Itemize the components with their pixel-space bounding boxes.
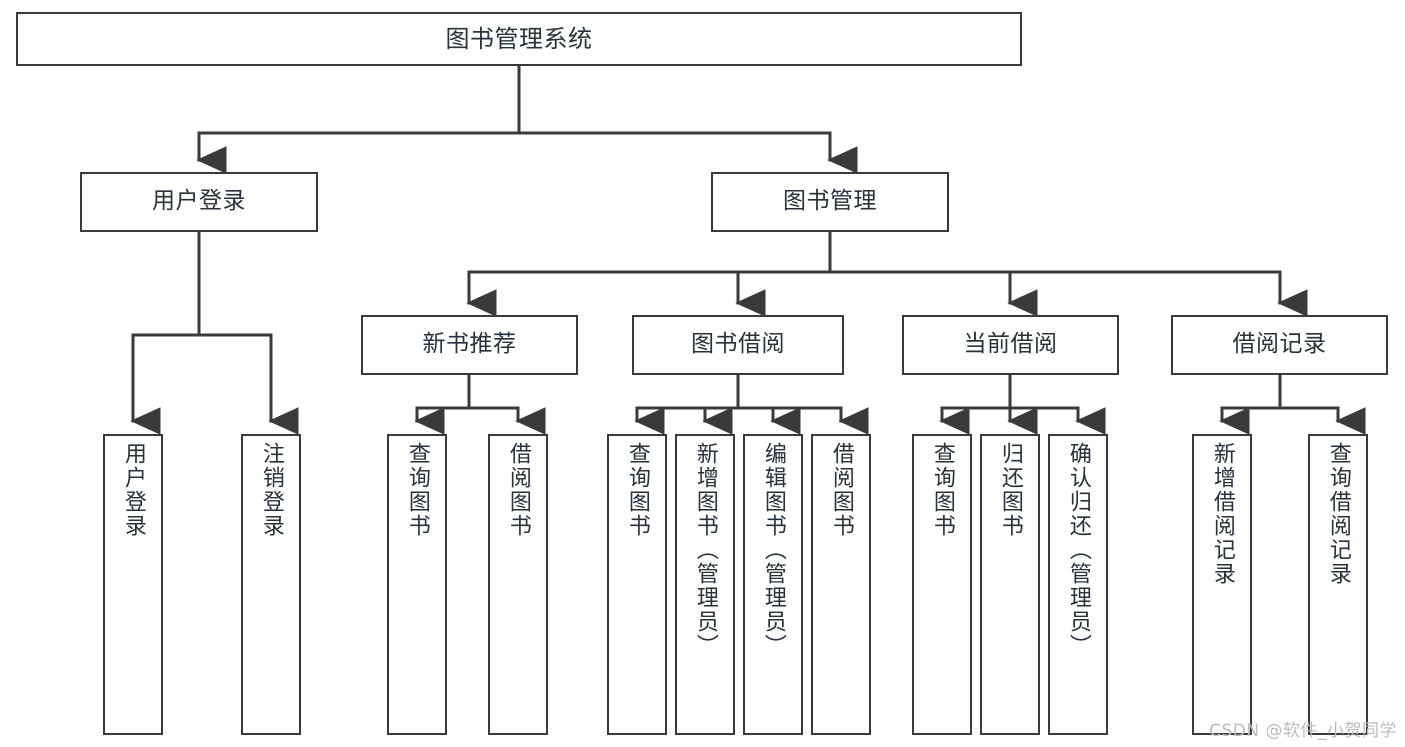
node-current-borrow[interactable]: 当前借阅 (902, 315, 1119, 375)
node-root[interactable]: 图书管理系统 (16, 12, 1022, 66)
node-leaf-edit-book-label: 编辑图书（管理员） (760, 442, 786, 658)
node-leaf-query-record-label: 查询借阅记录 (1325, 442, 1351, 586)
node-leaf-query-book-2[interactable]: 查询图书 (607, 434, 667, 735)
node-new-book-recommend[interactable]: 新书推荐 (361, 315, 578, 375)
node-book-borrow-label: 图书借阅 (691, 331, 785, 358)
node-leaf-return-book-label: 归还图书 (997, 442, 1023, 538)
node-leaf-add-book[interactable]: 新增图书（管理员） (675, 434, 735, 735)
node-leaf-borrow-book-1[interactable]: 借阅图书 (488, 434, 548, 735)
node-leaf-add-record-label: 新增借阅记录 (1209, 442, 1235, 586)
node-current-borrow-label: 当前借阅 (963, 331, 1058, 358)
node-leaf-query-book-2-label: 查询图书 (624, 442, 650, 538)
node-root-label: 图书管理系统 (445, 24, 593, 53)
node-leaf-add-book-label: 新增图书（管理员） (692, 442, 718, 658)
node-borrow-record-label: 借阅记录 (1232, 331, 1327, 358)
node-leaf-logout[interactable]: 注销登录 (241, 434, 301, 735)
node-leaf-confirm-return[interactable]: 确认归还（管理员） (1048, 434, 1108, 735)
node-leaf-user-login-label: 用户登录 (120, 442, 146, 538)
node-new-book-recommend-label: 新书推荐 (422, 331, 517, 358)
node-leaf-borrow-book-2[interactable]: 借阅图书 (811, 434, 871, 735)
watermark-text: CSDN @软件_小贺同学 (1209, 721, 1397, 741)
node-book-borrow[interactable]: 图书借阅 (632, 315, 844, 375)
node-leaf-query-record[interactable]: 查询借阅记录 (1308, 434, 1368, 735)
node-leaf-query-book-1-label: 查询图书 (404, 442, 430, 538)
node-leaf-logout-label: 注销登录 (258, 442, 284, 538)
node-leaf-return-book[interactable]: 归还图书 (980, 434, 1040, 735)
node-user-login-label: 用户登录 (152, 188, 246, 215)
node-leaf-borrow-book-1-label: 借阅图书 (505, 442, 531, 538)
node-book-manage-label: 图书管理 (783, 188, 877, 215)
node-leaf-add-record[interactable]: 新增借阅记录 (1192, 434, 1252, 735)
node-leaf-query-book-3[interactable]: 查询图书 (912, 434, 972, 735)
node-user-login[interactable]: 用户登录 (80, 172, 318, 232)
node-leaf-edit-book[interactable]: 编辑图书（管理员） (743, 434, 803, 735)
node-borrow-record[interactable]: 借阅记录 (1171, 315, 1388, 375)
node-book-manage[interactable]: 图书管理 (711, 172, 949, 232)
node-leaf-user-login[interactable]: 用户登录 (103, 434, 163, 735)
node-leaf-query-book-3-label: 查询图书 (929, 442, 955, 538)
node-leaf-confirm-return-label: 确认归还（管理员） (1065, 442, 1091, 658)
node-leaf-query-book-1[interactable]: 查询图书 (387, 434, 447, 735)
node-leaf-borrow-book-2-label: 借阅图书 (828, 442, 854, 538)
